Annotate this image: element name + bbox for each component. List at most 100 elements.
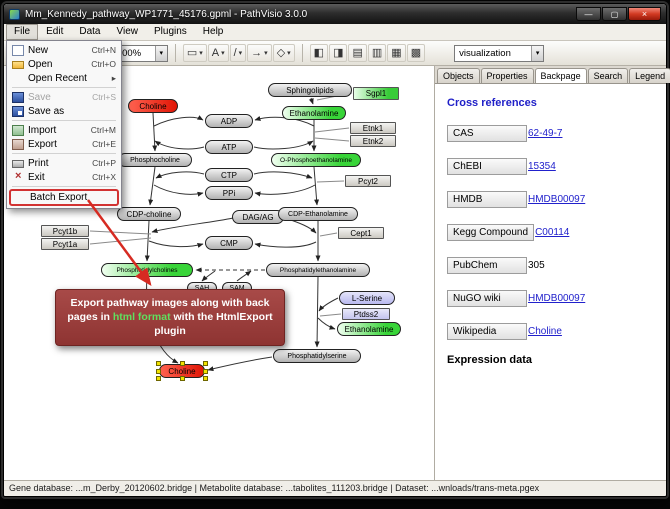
xref-id-link[interactable]: 62-49-7 bbox=[528, 128, 563, 139]
pathway-node-atp[interactable]: ATP bbox=[205, 140, 253, 154]
align-right-icon[interactable]: ◨ bbox=[329, 44, 348, 62]
zoom-combo[interactable]: 100% ▾ bbox=[111, 44, 168, 62]
pathway-node-dag-ag[interactable]: DAG/AG bbox=[232, 210, 284, 224]
datanode-tool[interactable]: ▭▾ bbox=[182, 44, 207, 62]
open-folder-icon bbox=[12, 61, 24, 69]
selection-handle[interactable] bbox=[203, 361, 208, 366]
xref-id-link[interactable]: HMDB00097 bbox=[528, 293, 586, 304]
new-file-icon bbox=[12, 44, 24, 56]
pathway-node-sphingolipids[interactable]: Sphingolipids bbox=[268, 83, 352, 97]
distribute-horizontal-icon[interactable]: ▦ bbox=[387, 44, 406, 62]
tab-objects[interactable]: Objects bbox=[437, 68, 480, 83]
pathway-node-etnk1[interactable]: Etnk1 bbox=[350, 122, 396, 134]
align-left-icon[interactable]: ◧ bbox=[309, 44, 329, 62]
maximize-button[interactable]: ▢ bbox=[602, 7, 627, 21]
distribute-horizontal-icon: ▦ bbox=[391, 46, 402, 59]
pathway-node-adp[interactable]: ADP bbox=[205, 114, 253, 128]
pathway-node-pcyt1b[interactable]: Pcyt1b bbox=[41, 225, 89, 237]
pathway-node-cmp[interactable]: CMP bbox=[205, 236, 253, 250]
selection-handle[interactable] bbox=[180, 376, 185, 381]
pathway-node-ethanolamine[interactable]: Ethanolamine bbox=[282, 106, 346, 120]
label-tool[interactable]: A▾ bbox=[207, 44, 229, 62]
menu-help[interactable]: Help bbox=[202, 26, 224, 37]
pathway-node-ctp[interactable]: CTP bbox=[205, 168, 253, 182]
menu-item-shortcut: Ctrl+O bbox=[91, 59, 116, 69]
pathway-node-ethanolamine[interactable]: Ethanolamine bbox=[337, 322, 401, 336]
align-right-icon: ◨ bbox=[333, 46, 344, 59]
selection-handle[interactable] bbox=[156, 361, 161, 366]
selection-handle[interactable] bbox=[156, 369, 161, 374]
app-icon bbox=[9, 8, 20, 20]
node-label: Pcyt2 bbox=[357, 176, 378, 186]
datanode-tool: ▭ bbox=[186, 46, 198, 59]
pathway-node-l-serine[interactable]: L-Serine bbox=[339, 291, 395, 305]
pathway-node-phosphocholine[interactable]: Phosphocholine bbox=[118, 153, 192, 167]
minimize-button[interactable]: — bbox=[576, 7, 601, 21]
menu-plugins[interactable]: Plugins bbox=[153, 26, 187, 37]
menu-item-label: Save bbox=[28, 91, 51, 103]
xref-id-link[interactable]: C00114 bbox=[535, 227, 570, 238]
line-tool[interactable]: /▾ bbox=[229, 44, 247, 62]
pathway-node-cdp-choline[interactable]: CDP-choline bbox=[117, 207, 181, 221]
pathway-node-pcyt1a[interactable]: Pcyt1a bbox=[41, 238, 89, 250]
caret-down-icon: ▾ bbox=[287, 50, 291, 57]
pathway-node-phosphatidylserine[interactable]: Phosphatidylserine bbox=[273, 349, 361, 363]
titlebar[interactable]: Mm_Kennedy_pathway_WP1771_45176.gpml - P… bbox=[4, 4, 666, 24]
xref-id-link[interactable]: HMDB00097 bbox=[528, 194, 586, 205]
pathway-node-phosphatidylcholines[interactable]: Phosphatidylcholines bbox=[101, 263, 193, 277]
pathway-node-cept1[interactable]: Cept1 bbox=[338, 227, 384, 239]
arrow-tool[interactable]: →▾ bbox=[247, 44, 272, 62]
selection-handle[interactable] bbox=[156, 376, 161, 381]
menu-view[interactable]: View bbox=[116, 26, 138, 37]
pathway-node-ppi[interactable]: PPi bbox=[205, 186, 253, 200]
menu-file[interactable]: File bbox=[6, 24, 39, 40]
align-bottom-icon[interactable]: ▥ bbox=[367, 44, 387, 62]
menu-separator bbox=[12, 87, 116, 88]
tab-search[interactable]: Search bbox=[587, 68, 629, 83]
pathway-node-etnk2[interactable]: Etnk2 bbox=[350, 135, 396, 147]
shape-tool[interactable]: ◇▾ bbox=[272, 44, 295, 62]
pathway-node-pcyt2[interactable]: Pcyt2 bbox=[345, 175, 391, 187]
xref-source-header: PubChem bbox=[447, 257, 527, 274]
arrow-tool: → bbox=[251, 46, 263, 59]
pathway-node-choline[interactable]: Choline bbox=[128, 99, 178, 113]
close-button[interactable]: × bbox=[628, 7, 661, 21]
selection-handle[interactable] bbox=[180, 361, 185, 366]
tab-legend[interactable]: Legend bbox=[629, 68, 670, 83]
tab-backpage[interactable]: Backpage bbox=[534, 68, 587, 83]
pathway-node-sgpl1[interactable]: Sgpl1 bbox=[353, 87, 399, 100]
align-top-icon[interactable]: ▤ bbox=[348, 44, 367, 62]
xref-source-header: Wikipedia bbox=[447, 323, 527, 340]
selection-handle[interactable] bbox=[203, 369, 208, 374]
pathway-node-cdp-ethanolamine[interactable]: CDP-Ethanolamine bbox=[278, 207, 358, 221]
node-label: L-Serine bbox=[351, 293, 383, 303]
file-menu-item-batch-export[interactable]: Batch Export bbox=[9, 189, 119, 206]
selection-handle[interactable] bbox=[203, 376, 208, 381]
menu-edit[interactable]: Edit bbox=[46, 26, 64, 37]
node-label: Phosphatidylcholines bbox=[116, 266, 178, 274]
pathway-node-ptdss2[interactable]: Ptdss2 bbox=[342, 308, 390, 320]
tab-properties[interactable]: Properties bbox=[480, 68, 534, 83]
distribute-vertical-icon[interactable]: ▩ bbox=[406, 44, 426, 62]
xref-id-link[interactable]: Choline bbox=[528, 326, 562, 337]
node-label: DAG/AG bbox=[242, 212, 274, 222]
menu-data[interactable]: Data bbox=[79, 26, 101, 37]
menu-item-label: Export bbox=[28, 138, 57, 150]
file-menu-item-open-recent[interactable]: Open Recent▸ bbox=[9, 71, 119, 85]
file-menu-item-save-as[interactable]: Save as bbox=[9, 104, 119, 118]
xref-id-link[interactable]: 15354 bbox=[528, 161, 556, 172]
node-label: Phosphatidylserine bbox=[287, 352, 347, 360]
pathway-node-o-phosphoethanolamine[interactable]: O-Phosphoethanolamine bbox=[271, 153, 361, 167]
pathway-node-phosphatidylethanolamine[interactable]: Phosphatidylethanolamine bbox=[266, 263, 370, 277]
app-window: Mm_Kennedy_pathway_WP1771_45176.gpml - P… bbox=[3, 3, 670, 497]
visualization-combo[interactable]: visualization ▾ bbox=[454, 44, 545, 62]
